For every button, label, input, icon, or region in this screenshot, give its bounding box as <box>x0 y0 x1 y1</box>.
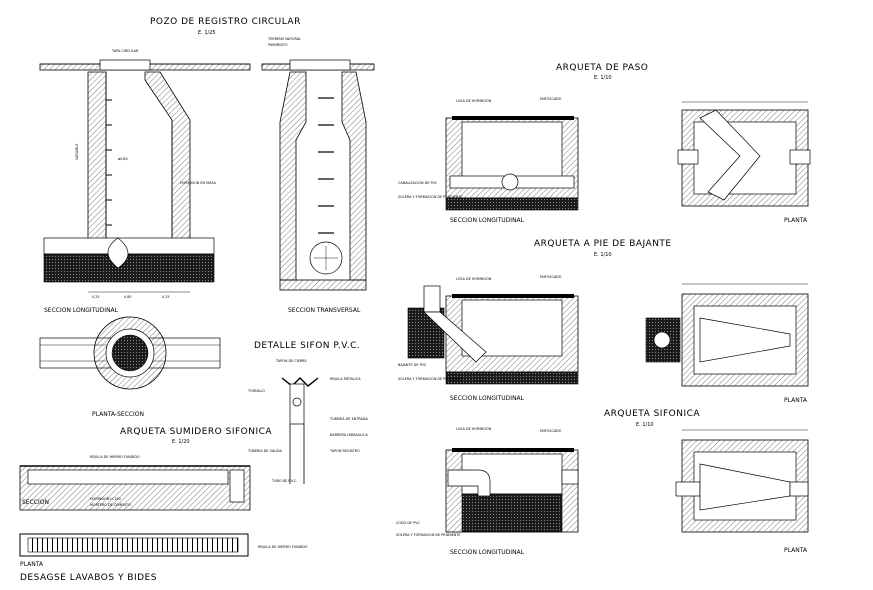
sumidero-title: ARQUETA SUMIDERO SIFONICA <box>120 427 272 437</box>
sifon-title: DETALLE SIFON P.V.C. <box>254 341 360 351</box>
sifon-barrera-label: BARRERA HIDRAULICA <box>330 433 369 437</box>
paso-enfoscado-label: ENFOSCADO <box>540 97 562 101</box>
bajante-bajante-label: BAJANTE DE PVC <box>398 363 427 367</box>
sifonica-plan-caption: PLANTA <box>784 547 808 554</box>
sumidero-rejilla-plan-label: REJILLA DE HIERRO FUNDIDO <box>258 545 308 549</box>
sifonica-group: ARQUETA SIFONICA E. 1/10 LOSA DE HORMIGO… <box>396 409 809 556</box>
sifon-tuberia-label: TUBERIA DE ENTRADA <box>329 417 368 421</box>
sumidero-footer: DESAGSE LAVABOS Y BIDES <box>20 573 157 583</box>
bajante-group: ARQUETA A PIE DE BAJANTE E. 1/10 LOSA DE… <box>398 239 809 404</box>
pozo-dim-a: 0,25 <box>92 295 100 299</box>
sifonica-scale: E. 1/10 <box>636 422 654 428</box>
sumidero-section-caption: SECCION <box>22 499 49 506</box>
paso-solera-label: SOLERA Y FORMACION DE PENDIENTE <box>398 195 462 199</box>
sifonica-losa-label: LOSA DE HORMIGON <box>456 427 492 431</box>
sifon-registro-label: TAPON REGISTRO <box>329 449 360 453</box>
paso-scale: E. 1/10 <box>594 75 612 81</box>
paso-canalizacion-label: CANALIZACION DE PVC <box>398 181 438 185</box>
sumidero-mortero-label: MORTERO DE CEMENTO <box>90 503 131 507</box>
sumidero-plan-caption: PLANTA <box>20 561 44 568</box>
pozo-pavimento-label: PAVIMENTO <box>268 43 288 47</box>
paso-losa-label: LOSA DE HORMIGON <box>456 99 492 103</box>
pozo-trans-caption: SECCION TRANSVERSAL <box>288 307 361 314</box>
sifon-group: DETALLE SIFON P.V.C. TAPON DE CIERRE REJ… <box>247 341 369 484</box>
sifon-tapon-label: TAPON DE CIERRE <box>275 359 307 363</box>
sifon-rejilla-label: REJILLA METALICA <box>330 377 361 381</box>
sumidero-rejilla-label: REJILLA DE HIERRO FUNDIDO <box>90 455 140 459</box>
pozo-tapa-label: TAPA CIRCULAR <box>111 49 139 53</box>
paso-group: ARQUETA DE PASO E. 1/10 LOSA DE HORMIGON… <box>398 63 811 224</box>
pozo-plan-section: PLANTA-SECCION <box>39 316 221 418</box>
sumidero-group: ARQUETA SUMIDERO SIFONICA E. 1/20 REJILL… <box>19 427 308 583</box>
bajante-long-caption: SECCION LONGITUDINAL <box>450 395 525 402</box>
bajante-losa-label: LOSA DE HORMIGON <box>456 277 492 281</box>
sumidero-scale: E. 1/20 <box>172 439 190 445</box>
sifonica-title: ARQUETA SIFONICA <box>604 409 700 419</box>
sifon-tuberia-salida-label: TUBERIA DE SALIDA <box>247 449 283 453</box>
sumidero-tubo-label: TUBO DE P.V.C. <box>271 479 297 483</box>
pozo-longitudinal-section: ø0,80 HORMIGON EN MASA TAPA CIRCULAR VAR… <box>39 49 251 314</box>
sifonica-codo-label: CODO DE PVC <box>396 521 421 525</box>
pozo-dim-c: 0,25 <box>162 295 170 299</box>
bajante-title: ARQUETA A PIE DE BAJANTE <box>534 239 672 249</box>
pozo-group: POZO DE REGISTRO CIRCULAR E. 1/25 ø0,80 … <box>39 17 375 418</box>
bajante-plan-caption: PLANTA <box>784 397 808 404</box>
pozo-dim-b: 0,80 <box>124 295 132 299</box>
pozo-variable-label: VARIABLE <box>75 144 79 160</box>
paso-long-caption: SECCION LONGITUDINAL <box>450 217 525 224</box>
pozo-terreno-label: TERRENO NATURAL <box>267 37 301 41</box>
bajante-solera-label: SOLERA Y FORMACION DE PENDIENTE <box>398 377 462 381</box>
pozo-transverse-section: TERRENO NATURAL PAVIMENTO SECCION TRANSV… <box>261 37 375 314</box>
pozo-long-caption: SECCION LONGITUDINAL <box>44 307 119 314</box>
pozo-plan-caption: PLANTA-SECCION <box>92 411 144 418</box>
pozo-title: POZO DE REGISTRO CIRCULAR <box>150 17 301 27</box>
pozo-scale: E. 1/25 <box>198 30 216 36</box>
bajante-enfoscado-label: ENFOSCADO <box>540 275 562 279</box>
pozo-diam-label: ø0,80 <box>118 157 128 161</box>
sifonica-long-caption: SECCION LONGITUDINAL <box>450 549 525 556</box>
sumidero-hormigon-label: HORMIGON H-150 <box>90 497 121 501</box>
pozo-hormigon-label: HORMIGON EN MASA <box>180 181 217 185</box>
paso-title: ARQUETA DE PASO <box>556 63 648 73</box>
sifonica-enfoscado-label: ENFOSCADO <box>540 429 562 433</box>
sifon-tornillo-label: TORNILLO <box>247 389 265 393</box>
paso-plan-caption: PLANTA <box>784 217 808 224</box>
sifonica-solera-label: SOLERA Y FORMACION DE PENDIENTE <box>396 533 460 537</box>
bajante-scale: E. 1/10 <box>594 252 612 258</box>
